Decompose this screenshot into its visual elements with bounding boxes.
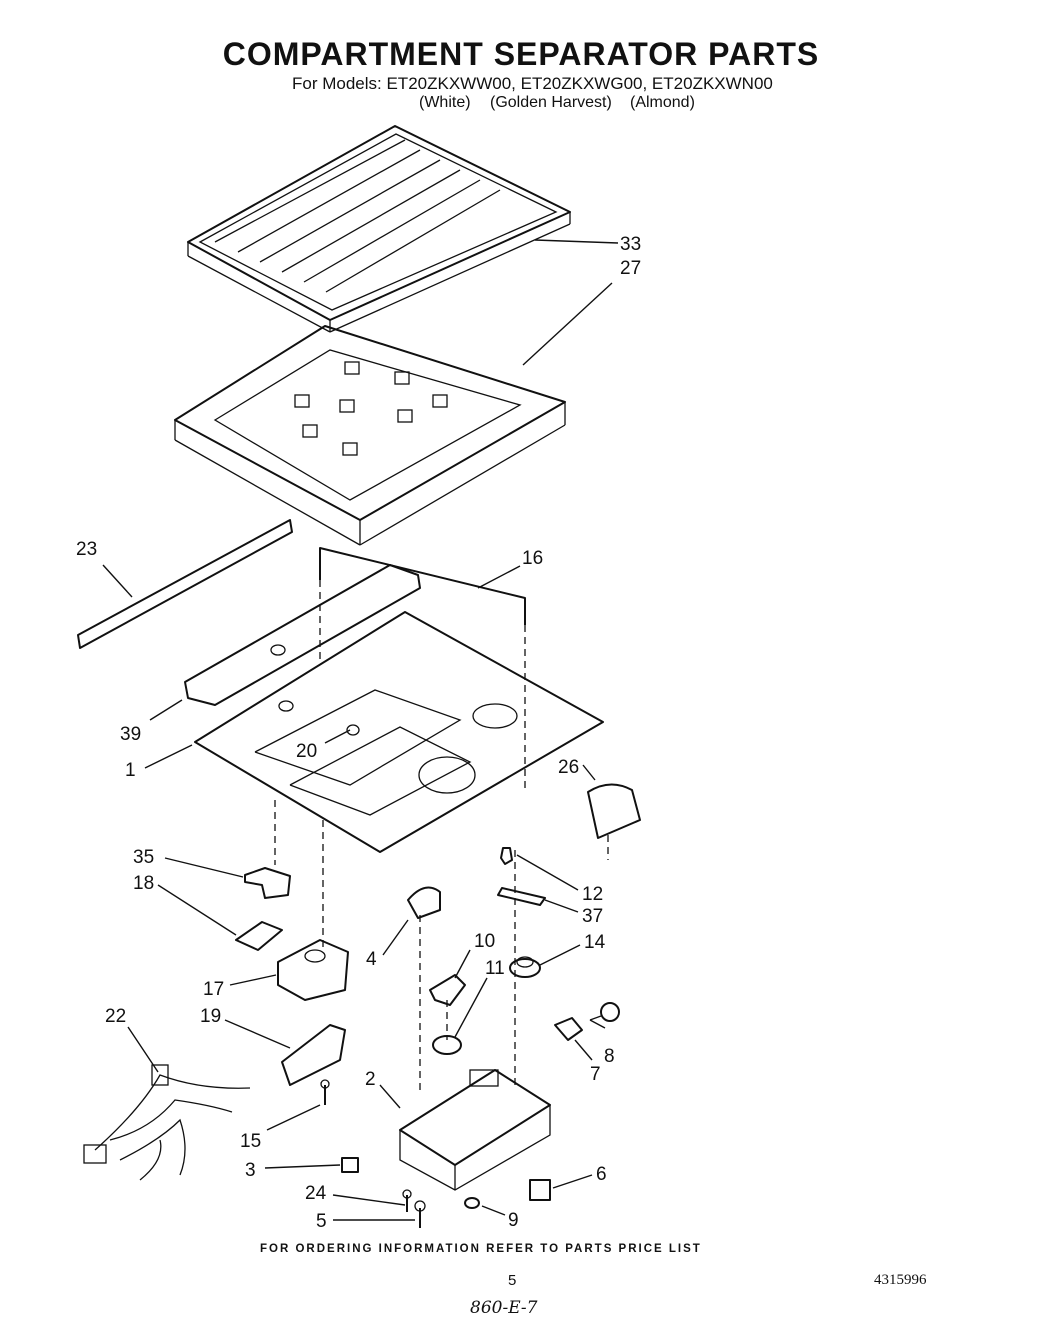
part-17-control-housing [277, 939, 349, 1001]
part-7-socket [554, 1017, 583, 1041]
part-3-clip [341, 1157, 359, 1173]
callout-10: 10 [474, 931, 495, 952]
part-14-grommet [509, 956, 541, 978]
callout-37: 37 [582, 906, 603, 927]
callout-7: 7 [590, 1064, 601, 1085]
callout-15: 15 [240, 1131, 261, 1152]
part-26-damper-cover [587, 783, 641, 839]
callout-39: 39 [120, 724, 141, 745]
part-19-bracket [281, 1024, 346, 1086]
color-golden-harvest: (Golden Harvest) [490, 94, 612, 111]
callout-9: 9 [508, 1210, 519, 1231]
part-23-trim-strip [77, 519, 293, 649]
callout-4: 4 [366, 949, 377, 970]
part-6-knob [529, 1179, 551, 1201]
part-39-duct-cover [184, 564, 421, 706]
page-number: 5 [508, 1272, 517, 1289]
handwritten-note: 860-E-7 [470, 1298, 538, 1318]
part-33-shelf-grille [187, 125, 571, 333]
callout-33: 33 [620, 234, 641, 255]
callout-12: 12 [582, 884, 603, 905]
callout-16: 16 [522, 548, 543, 569]
part-11-grommet [432, 1035, 462, 1055]
callout-23: 23 [76, 539, 97, 560]
callout-6: 6 [596, 1164, 607, 1185]
part-10-switch [429, 974, 466, 1006]
part-37-clip [497, 887, 546, 906]
callout-11: 11 [485, 958, 505, 979]
part-24-screw [402, 1189, 412, 1212]
color-white: (White) [419, 94, 471, 111]
leader-lines [102, 239, 619, 1221]
part-1-separator-pan [194, 611, 604, 853]
callout-26: 26 [558, 757, 579, 778]
document-number: 4315996 [874, 1272, 927, 1288]
callout-17: 17 [203, 979, 224, 1000]
callout-22: 22 [105, 1006, 126, 1027]
part-12-screw [500, 847, 513, 865]
part-2-control-bracket [399, 1069, 551, 1191]
part-27-separator-frame [174, 325, 566, 546]
callout-18: 18 [133, 873, 154, 894]
part-22-wiring-harness [83, 1064, 251, 1181]
page-title: COMPARTMENT SEPARATOR PARTS [222, 36, 820, 72]
color-almond: (Almond) [630, 94, 695, 111]
models-line: For Models: ET20ZKXWW00, ET20ZKXWG00, ET… [292, 74, 773, 93]
part-15-screw [320, 1079, 330, 1105]
callout-5: 5 [316, 1211, 327, 1232]
callout-14: 14 [584, 932, 606, 953]
callout-27: 27 [620, 258, 641, 279]
callout-8: 8 [604, 1046, 615, 1067]
part-8-bulb [589, 1002, 620, 1022]
part-18-lens [235, 921, 283, 951]
callout-1: 1 [125, 760, 136, 781]
assembly-lines [274, 580, 609, 1090]
callout-2: 2 [365, 1069, 376, 1090]
part-4-fan-bracket [407, 886, 441, 919]
part-5-screw [414, 1200, 426, 1228]
callout-19: 19 [200, 1006, 221, 1027]
callout-35: 35 [133, 847, 154, 868]
part-35-clip [244, 867, 291, 899]
callout-24: 24 [305, 1183, 327, 1204]
callout-3: 3 [245, 1160, 256, 1181]
part-9-plug [464, 1197, 480, 1209]
callout-20: 20 [296, 741, 317, 762]
part-16-damper-rod [319, 547, 526, 625]
ordering-note: FOR ORDERING INFORMATION REFER TO PARTS … [260, 1243, 702, 1255]
